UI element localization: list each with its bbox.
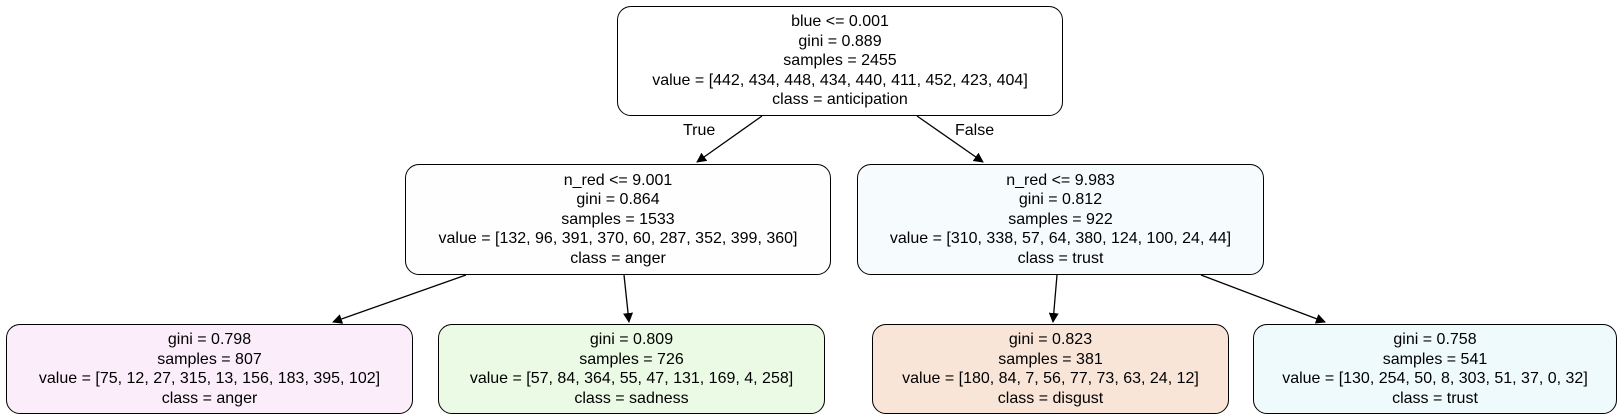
node-samples: samples = 381	[998, 350, 1103, 368]
node-samples: samples = 807	[157, 350, 262, 368]
edge-right-to-right-right	[1200, 274, 1326, 324]
node-gini: gini = 0.809	[589, 331, 674, 348]
node-value: value = [132, 96, 391, 370, 60, 287, 352…	[438, 230, 798, 248]
node-gini: gini = 0.864	[576, 191, 660, 209]
node-value: value = [130, 254, 50, 8, 303, 51, 37, 0…	[1282, 370, 1588, 387]
node-gini: gini = 0.812	[1018, 191, 1103, 209]
node-class: class = anger	[570, 249, 666, 267]
node-class: class = disgust	[997, 389, 1104, 407]
node-leaf-right-right: gini = 0.758 samples = 541 value = [130,…	[1253, 324, 1617, 414]
edge-left-to-left-right	[623, 274, 634, 323]
node-split: n_red <= 9.983	[1006, 171, 1115, 189]
node-class: class = sadness	[574, 389, 689, 407]
node-value: value = [180, 84, 7, 56, 77, 73, 63, 24,…	[902, 370, 1199, 387]
node-class: class = trust	[1017, 249, 1104, 267]
node-value: value = [310, 338, 57, 64, 380, 124, 100…	[889, 230, 1232, 248]
node-samples: samples = 541	[1382, 350, 1488, 368]
node-leaf-left-left: gini = 0.798 samples = 807 value = [75, …	[6, 324, 413, 414]
node-gini: gini = 0.798	[167, 331, 252, 348]
node-split: n_red <= 9.001	[563, 171, 673, 189]
edge-root-to-left	[696, 115, 763, 163]
node-value: value = [57, 84, 364, 55, 47, 131, 169, …	[469, 370, 794, 387]
node-class: class = anticipation	[772, 91, 908, 109]
node-value: value = [442, 434, 448, 434, 440, 411, 4…	[652, 71, 1028, 89]
node-gini: gini = 0.823	[1008, 331, 1093, 348]
node-right: n_red <= 9.983 gini = 0.812 samples = 92…	[857, 164, 1264, 275]
node-samples: samples = 922	[1008, 210, 1113, 228]
edge-right-to-right-left	[1048, 274, 1059, 323]
edge-label-true: True	[683, 122, 716, 139]
node-split: blue <= 0.001	[791, 13, 889, 31]
node-leaf-right-left: gini = 0.823 samples = 381 value = [180,…	[872, 324, 1229, 414]
node-leaf-left-right: gini = 0.809 samples = 726 value = [57, …	[438, 324, 825, 414]
node-samples: samples = 726	[579, 350, 684, 368]
node-root: blue <= 0.001 gini = 0.889 samples = 245…	[617, 6, 1063, 116]
node-gini: gini = 0.758	[1393, 331, 1477, 348]
node-value: value = [75, 12, 27, 315, 13, 156, 183, …	[38, 370, 381, 387]
edge-label-false: False	[955, 122, 995, 139]
edge-root-to-right	[916, 115, 984, 163]
node-samples: samples = 1533	[561, 210, 675, 228]
edge-left-to-left-left	[332, 274, 467, 324]
node-class: class = anger	[161, 389, 258, 407]
node-left: n_red <= 9.001 gini = 0.864 samples = 15…	[405, 164, 831, 275]
node-class: class = trust	[1392, 389, 1478, 407]
node-samples: samples = 2455	[783, 52, 897, 70]
node-gini: gini = 0.889	[798, 32, 882, 50]
